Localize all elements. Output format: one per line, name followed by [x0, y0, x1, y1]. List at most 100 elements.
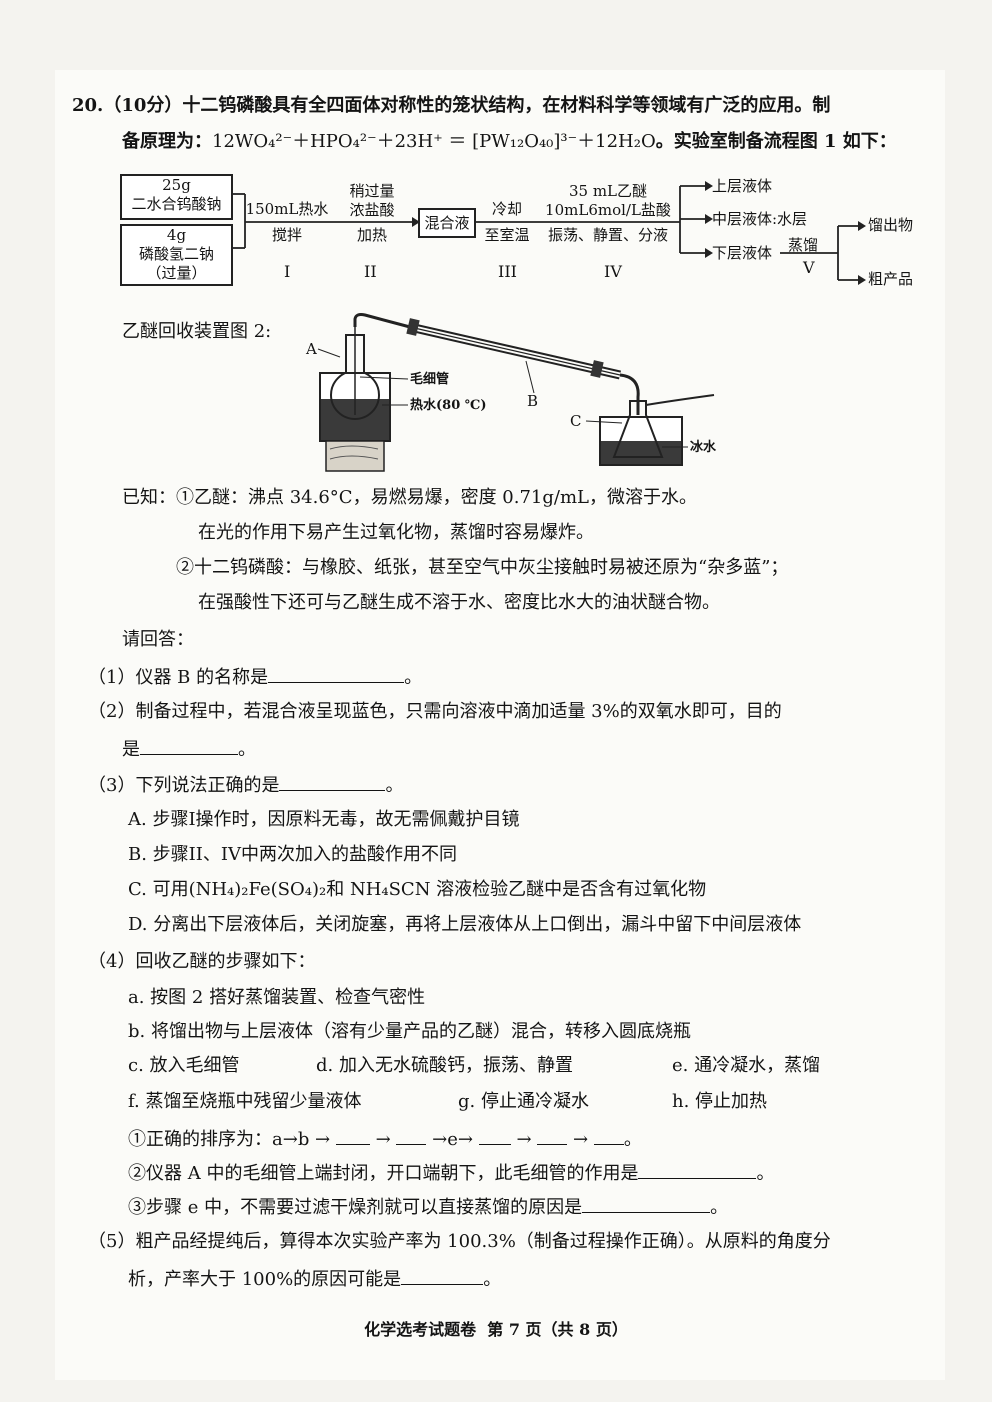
- q4-order-blank-5[interactable]: [593, 1126, 624, 1145]
- step1-top: 150mL热水: [245, 200, 329, 218]
- reagent-box-tungstate: 25g 二水合钨酸钠: [120, 174, 233, 220]
- lower-layer: 下层液体: [712, 244, 773, 262]
- page-footer: 化学选考试题卷 第 7 页（共 8 页）: [364, 1320, 628, 1339]
- q3-option-c: C. 可用(NH₄)₂Fe(SO₄)₂和 NH₄SCN 溶液检验乙醚中是否含有过…: [128, 879, 707, 900]
- box1-name: 二水合钨酸钠: [131, 195, 222, 213]
- middle-layer: 中层液体:水层: [712, 210, 808, 228]
- q3-option-d: D. 分离出下层液体后，关闭旋塞，再将上层液体从上口倒出，漏斗中留下中间层液体: [128, 914, 802, 935]
- question-score: （10分）: [103, 95, 183, 116]
- q4-sub2-text: ②仪器 A 中的毛细管上端封闭，开口端朝下，此毛细管的作用是: [128, 1163, 639, 1184]
- upper-layer: 上层液体: [712, 177, 773, 195]
- q3-end: 。: [385, 775, 404, 796]
- intro-prefix: 备原理为：: [122, 131, 212, 152]
- q3: （3）下列说法正确的是 。: [88, 772, 403, 798]
- q2-line2: 是。: [122, 736, 256, 762]
- known-intro: 已知：: [122, 487, 176, 508]
- q4-step-g: g. 停止通冷凝水: [458, 1091, 589, 1112]
- q4-sub3-end: 。: [710, 1197, 729, 1218]
- mix-box: 混合液: [418, 208, 476, 238]
- q4-sub2: ②仪器 A 中的毛细管上端封闭，开口端朝下，此毛细管的作用是 。: [128, 1160, 774, 1186]
- step1-bottom: 搅拌: [271, 226, 302, 244]
- q4-sub3-blank[interactable]: [582, 1194, 711, 1213]
- q4-arrow-e: →e→: [432, 1129, 473, 1150]
- q2-answer-blank[interactable]: [140, 736, 238, 755]
- intro-suffix: 。实验室制备流程图 1 如下：: [655, 131, 897, 152]
- label-capillary: 毛细管: [410, 372, 450, 387]
- known-line1: 已知：①乙醚：沸点 34.6°C，易燃易爆，密度 0.71g/mL，微溶于水。: [122, 486, 697, 510]
- q4-sub2-blank[interactable]: [638, 1160, 757, 1179]
- answer-prompt: 请回答：: [122, 629, 194, 650]
- q4-sub1-prefix: ①正确的排序为：a→b →: [128, 1129, 331, 1150]
- step2-bottom: 加热: [356, 226, 387, 244]
- q4-arrow-1: →: [375, 1129, 391, 1150]
- exam-page: [55, 70, 945, 1380]
- q5-answer-blank[interactable]: [401, 1266, 484, 1285]
- q4-step-b: b. 将馏出物与上层液体（溶有少量产品的乙醚）混合，转移入圆底烧瓶: [128, 1021, 691, 1042]
- q4-step-h: h. 停止加热: [672, 1091, 768, 1112]
- q4-step-e: e. 通冷凝水，蒸馏: [672, 1055, 821, 1076]
- known-item1-line2: 在光的作用下易产生过氧化物，蒸馏时容易爆炸。: [198, 522, 594, 543]
- intro-line1: 十二钨磷酸具有全四面体对称性的笼状结构，在材料科学等领域有广泛的应用。制: [182, 95, 831, 116]
- q5-line2: 析，产率大于 100%的原因可能是。: [128, 1266, 501, 1292]
- q4-order-blank-3[interactable]: [478, 1126, 511, 1145]
- q1-text: （1）仪器 B 的名称是: [88, 667, 269, 688]
- known-item2-line2: 在强酸性下还可与乙醚生成不溶于水、密度比水大的油状醚合物。: [198, 592, 720, 613]
- step3-bottom: 至室温: [484, 226, 530, 244]
- q3-option-b: B. 步骤II、IV中两次加入的盐酸作用不同: [128, 844, 457, 865]
- label-a: A: [306, 340, 317, 358]
- q3-option-a: A. 步骤I操作时，因原料无毒，故无需佩戴护目镜: [128, 809, 520, 830]
- roman-1: I: [284, 262, 291, 281]
- step4-bottom: 振荡、静置、分液: [547, 226, 668, 244]
- box2-mass: 4g: [166, 226, 187, 244]
- figure2-caption: 乙醚回收装置图 2:: [122, 321, 272, 342]
- q4: （4）回收乙醚的步骤如下：: [88, 951, 316, 972]
- question-header: 20.（10分）十二钨磷酸具有全四面体对称性的笼状结构，在材料科学等领域有广泛的…: [72, 94, 830, 118]
- q1: （1）仪器 B 的名称是 。: [88, 664, 422, 690]
- q4-arrow-2: →: [516, 1129, 532, 1150]
- step2-top2: 浓盐酸: [349, 201, 395, 219]
- q3-answer-blank[interactable]: [279, 772, 386, 791]
- known-item1: ①乙醚：沸点 34.6°C，易燃易爆，密度 0.71g/mL，微溶于水。: [176, 487, 697, 508]
- label-ice-water: 冰水: [690, 440, 717, 455]
- step4-top2: 10mL6mol/L盐酸: [545, 201, 671, 219]
- q4-step-a: a. 按图 2 搭好蒸馏装置、检查气密性: [128, 987, 426, 1008]
- q4-step-f: f. 蒸馏至烧瓶中残留少量液体: [128, 1091, 362, 1112]
- distillation-apparatus: [317, 313, 715, 472]
- step2-top1: 稍过量: [349, 182, 395, 200]
- flow-arrows: [231, 181, 866, 285]
- label-hot-water: 热水(80 ℃): [410, 398, 487, 413]
- q4-sub3: ③步骤 e 中，不需要过滤干燥剂就可以直接蒸馏的原因是 。: [128, 1194, 728, 1220]
- step5-label: 蒸馏: [788, 236, 819, 254]
- question-number: 20.: [72, 95, 104, 116]
- q4-sub1-end: 。: [623, 1129, 642, 1150]
- roman-2: II: [364, 262, 377, 281]
- q2-end: 。: [238, 739, 256, 760]
- q3-text: （3）下列说法正确的是: [88, 775, 280, 796]
- q1-end: 。: [404, 667, 423, 688]
- known-item2-line1: ②十二钨磷酸：与橡胶、纸张，甚至空气中灰尘接触时易被还原为“杂多蓝”；: [176, 557, 789, 578]
- roman-3: III: [498, 262, 517, 281]
- q4-sub2-end: 。: [756, 1163, 775, 1184]
- box2-name: 磷酸氢二钠: [138, 245, 214, 263]
- intro-line2: 备原理为：12WO₄²⁻＋HPO₄²⁻＋23H⁺ ＝ [PW₁₂O₄₀]³⁻＋1…: [122, 130, 897, 154]
- q4-order-blank-4[interactable]: [537, 1126, 568, 1145]
- reagent-box-phosphate: 4g 磷酸氢二钠 （过量）: [120, 224, 233, 286]
- q4-order-blank-1[interactable]: [335, 1126, 370, 1145]
- q4-order-blank-2[interactable]: [396, 1126, 427, 1145]
- step4-top1: 35 mL乙醚: [568, 182, 648, 200]
- q4-sub3-text: ③步骤 e 中，不需要过滤干燥剂就可以直接蒸馏的原因是: [128, 1197, 583, 1218]
- box1-mass: 25g: [162, 176, 191, 194]
- label-b: B: [527, 392, 539, 410]
- box2-note: （过量）: [146, 264, 207, 282]
- q2-line1: （2）制备过程中，若混合液呈现蓝色，只需向溶液中滴加适量 3%的双氧水即可，目的: [88, 701, 782, 722]
- step3-top: 冷却: [491, 200, 522, 218]
- roman-5: V: [803, 258, 815, 277]
- crude-product: 粗产品: [868, 270, 914, 288]
- q4-arrow-3: →: [573, 1129, 589, 1150]
- q4-sub1: ①正确的排序为：a→b → → →e→ → → 。: [128, 1126, 642, 1152]
- q2-prefix: 是: [122, 739, 140, 760]
- q4-step-d: d. 加入无水硫酸钙，振荡、静置: [316, 1055, 573, 1076]
- label-c: C: [570, 412, 582, 430]
- distillate: 馏出物: [868, 216, 914, 234]
- q1-answer-blank[interactable]: [268, 664, 405, 683]
